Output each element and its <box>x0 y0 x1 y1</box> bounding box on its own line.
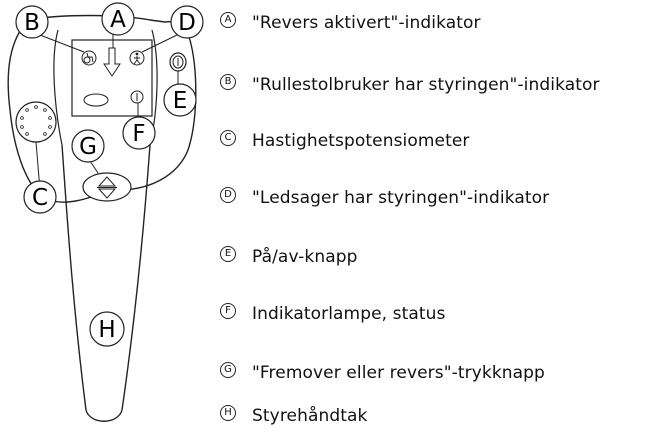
indicator-lamp-icon <box>130 90 144 104</box>
legend-item-e: E På/av-knapp <box>220 246 358 271</box>
handle-outline <box>61 144 151 422</box>
legend: A "Revers aktivert"-indikator B "Rullest… <box>220 0 665 437</box>
legend-marker-g: G <box>220 362 236 378</box>
up-down-triangle-icon[interactable] <box>82 172 132 202</box>
power-icon[interactable] <box>169 52 187 72</box>
legend-text-f: Indikatorlampe, status <box>252 304 446 324</box>
legend-item-b: B "Rullestolbruker har styringen"-indika… <box>220 74 600 99</box>
legend-marker-e: E <box>220 246 236 262</box>
svg-text:E: E <box>173 88 188 114</box>
legend-text-g: "Fremover eller revers"-trykknapp <box>252 363 545 383</box>
callout-G: G <box>71 129 105 163</box>
legend-item-d: D "Ledsager har styringen"-indikator <box>220 187 550 212</box>
legend-marker-c: C <box>220 130 236 146</box>
legend-item-a: A "Revers aktivert"-indikator <box>220 12 481 37</box>
legend-item-h: H Styrehåndtak <box>220 405 368 430</box>
legend-text-a: "Revers aktivert"-indikator <box>252 13 481 33</box>
legend-text-h: Styrehåndtak <box>252 406 368 426</box>
legend-marker-f: F <box>220 303 236 319</box>
speed-potentiometer[interactable] <box>15 101 57 143</box>
legend-marker-a: A <box>220 12 236 28</box>
legend-text-d: "Ledsager har styringen"-indikator <box>252 188 550 208</box>
legend-text-c: Hastighetspotensiometer <box>252 131 470 151</box>
svg-text:F: F <box>132 121 145 147</box>
callout-D: D <box>170 5 204 39</box>
callout-H: H <box>89 311 125 347</box>
callout-E: E <box>163 83 197 117</box>
svg-text:G: G <box>79 134 97 160</box>
legend-text-e: På/av-knapp <box>252 247 358 267</box>
callout-A: A <box>101 2 135 36</box>
legend-marker-d: D <box>220 187 236 203</box>
wheelchair-icon <box>81 50 97 66</box>
callout-C: C <box>23 180 57 214</box>
svg-text:A: A <box>110 7 126 33</box>
control-unit-diagram: A B D E F G C H <box>7 2 204 422</box>
legend-item-f: F Indikatorlampe, status <box>220 303 446 328</box>
svg-text:C: C <box>32 185 48 211</box>
legend-item-c: C Hastighetspotensiometer <box>220 130 470 155</box>
svg-text:B: B <box>24 10 40 36</box>
down-arrow-icon <box>103 47 121 77</box>
svg-text:D: D <box>178 10 196 36</box>
panel-oval-button[interactable] <box>83 93 109 107</box>
indicator-panel <box>71 39 153 117</box>
legend-text-b: "Rullestolbruker har styringen"-indikato… <box>252 75 600 95</box>
callout-B: B <box>15 5 49 39</box>
walking-person-icon <box>129 50 145 66</box>
callout-F: F <box>122 116 156 150</box>
legend-marker-h: H <box>220 405 236 421</box>
svg-text:H: H <box>98 317 115 343</box>
legend-item-g: G "Fremover eller revers"-trykknapp <box>220 362 545 387</box>
legend-marker-b: B <box>220 74 236 90</box>
